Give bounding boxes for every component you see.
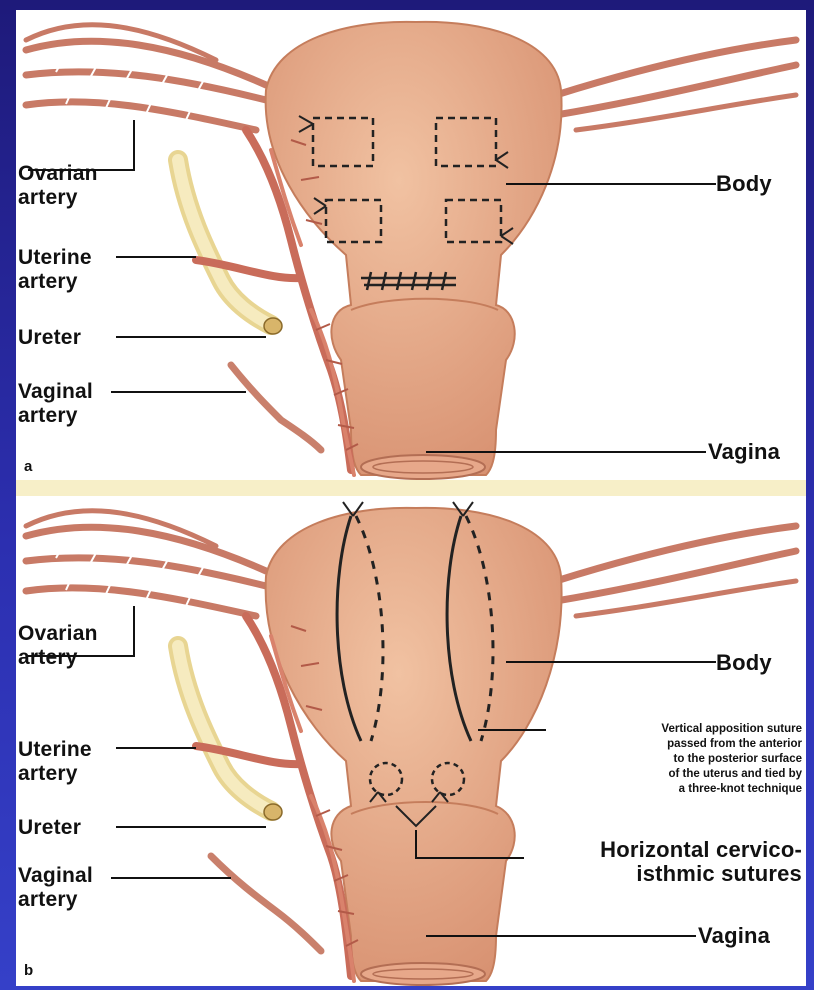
label-vaginal-artery: Vaginal artery	[18, 380, 93, 428]
label-text: Ovarian	[18, 622, 98, 646]
label-text: Uterine	[18, 738, 92, 762]
ureter-tube	[178, 160, 271, 325]
panel-letter-a: a	[24, 458, 32, 475]
label-text: artery	[18, 186, 98, 210]
panel-a: Ovarian artery Uterine artery Ureter Vag…	[16, 10, 806, 480]
label-text: artery	[18, 762, 92, 786]
note-text: to the posterior surface	[661, 752, 802, 767]
ovarian-vessels-right	[556, 40, 796, 130]
note-text: of the uterus and tied by	[661, 767, 802, 782]
vertical-suture-note: Vertical apposition suture passed from t…	[661, 722, 802, 797]
ovarian-vessels-left	[26, 25, 266, 130]
note-text: a three-knot technique	[661, 782, 802, 797]
label-text: Uterine	[18, 246, 92, 270]
label-text: Vaginal	[18, 380, 93, 404]
label-ovarian-artery: Ovarian artery	[18, 162, 98, 210]
label-ureter: Ureter	[18, 816, 81, 840]
label-text: artery	[18, 404, 93, 428]
label-ovarian-artery: Ovarian artery	[18, 622, 98, 670]
panel-b: Ovarian artery Uterine artery Ureter Vag…	[16, 496, 806, 986]
uterus-body-shape	[266, 22, 562, 475]
label-text: artery	[18, 888, 93, 912]
label-body: Body	[716, 172, 772, 196]
label-vagina: Vagina	[698, 924, 770, 948]
uterus-illustration-a	[16, 10, 806, 480]
uterus-body-shape	[266, 508, 562, 981]
label-text: artery	[18, 270, 92, 294]
label-vagina: Vagina	[708, 440, 780, 464]
label-text: Vaginal	[18, 864, 93, 888]
label-uterine-artery: Uterine artery	[18, 246, 92, 294]
label-horizontal-cervico-isthmic-sutures: Horizontal cervico- isthmic sutures	[600, 838, 802, 886]
panel-letter-b: b	[24, 962, 33, 979]
label-text: artery	[18, 646, 98, 670]
label-ureter: Ureter	[18, 326, 81, 350]
ovarian-vessels-left	[26, 511, 266, 616]
ovarian-vessels-right	[556, 526, 796, 616]
label-text: Horizontal cervico-	[600, 838, 802, 862]
note-text: passed from the anterior	[661, 737, 802, 752]
label-text: isthmic sutures	[600, 862, 802, 886]
ureter-tube	[178, 646, 271, 811]
note-text: Vertical apposition suture	[661, 722, 802, 737]
label-vaginal-artery: Vaginal artery	[18, 864, 93, 912]
label-uterine-artery: Uterine artery	[18, 738, 92, 786]
label-text: Ovarian	[18, 162, 98, 186]
panel-separator	[16, 480, 806, 496]
label-body: Body	[716, 651, 772, 675]
